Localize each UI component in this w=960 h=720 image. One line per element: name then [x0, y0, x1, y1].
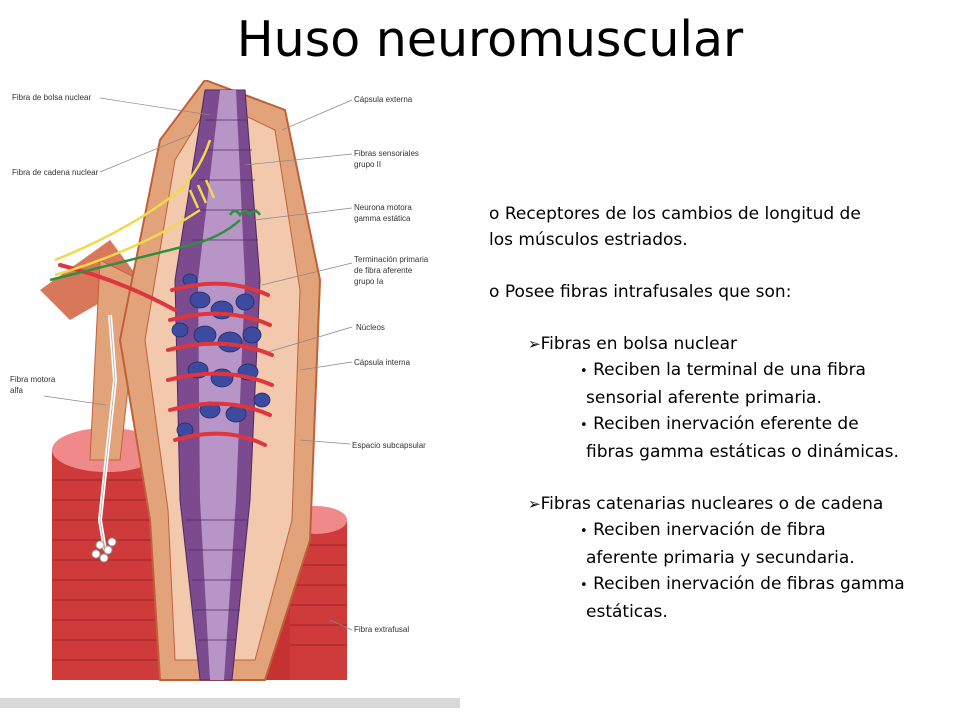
dot-bullet-icon: •	[580, 418, 588, 433]
label-subcapsular: Espacio subcapsular	[352, 441, 426, 450]
label-terminacion-1: Terminación primaria	[354, 255, 429, 264]
label-terminacion-3: grupo Ia	[354, 277, 384, 286]
dot-bullet-icon: •	[580, 524, 588, 539]
slide-title: Huso neuromuscular	[236, 11, 744, 68]
label-capsula-externa: Cápsula externa	[354, 95, 413, 104]
circle-bullet-icon: o	[489, 204, 500, 224]
circle-bullet-icon: o	[489, 282, 500, 302]
sensory-fibers	[54, 139, 216, 277]
figure-bottom-bar	[0, 698, 460, 708]
label-gamma-1: Neurona motora	[354, 203, 412, 212]
sub-item-bolsa: ➢Fibras en bolsa nuclear	[528, 334, 738, 354]
bullet-list: o Receptores de los cambios de longitud …	[489, 201, 955, 625]
gamma-fibers	[49, 209, 262, 282]
arrow-bullet-icon: ➢	[528, 335, 541, 353]
label-gamma-2: gamma estática	[354, 214, 411, 223]
dot-bullet-icon: •	[580, 364, 588, 379]
label-bolsa: Fibra de bolsa nuclear	[12, 93, 91, 102]
dot-bullet-icon: •	[580, 578, 588, 593]
bullet-item-2: o Posee fibras intrafusales que son:	[489, 282, 792, 302]
label-extrafusal: Fibra extrafusal	[354, 625, 409, 634]
label-motora-2: alfa	[10, 386, 23, 395]
bullet-item-1: o Receptores de los cambios de longitud …	[489, 204, 861, 250]
muscle-spindle-figure: Fibra de bolsa nuclear Fibra de cadena n…	[0, 80, 460, 708]
label-sensoriales-1: Fibras sensoriales	[354, 149, 419, 158]
label-capsula-interna: Cápsula interna	[354, 358, 411, 367]
alpha-end-plate	[91, 537, 117, 563]
label-cadena: Fibra de cadena nuclear	[12, 168, 99, 177]
sub-item-cadena: ➢Fibras catenarias nucleares o de cadena	[528, 494, 884, 514]
label-nucleos: Núcleos	[356, 323, 385, 332]
arrow-bullet-icon: ➢	[528, 495, 541, 513]
label-sensoriales-2: grupo II	[354, 160, 381, 169]
label-motora-1: Fibra motora	[10, 375, 56, 384]
label-terminacion-2: de fibra aferente	[354, 266, 413, 275]
